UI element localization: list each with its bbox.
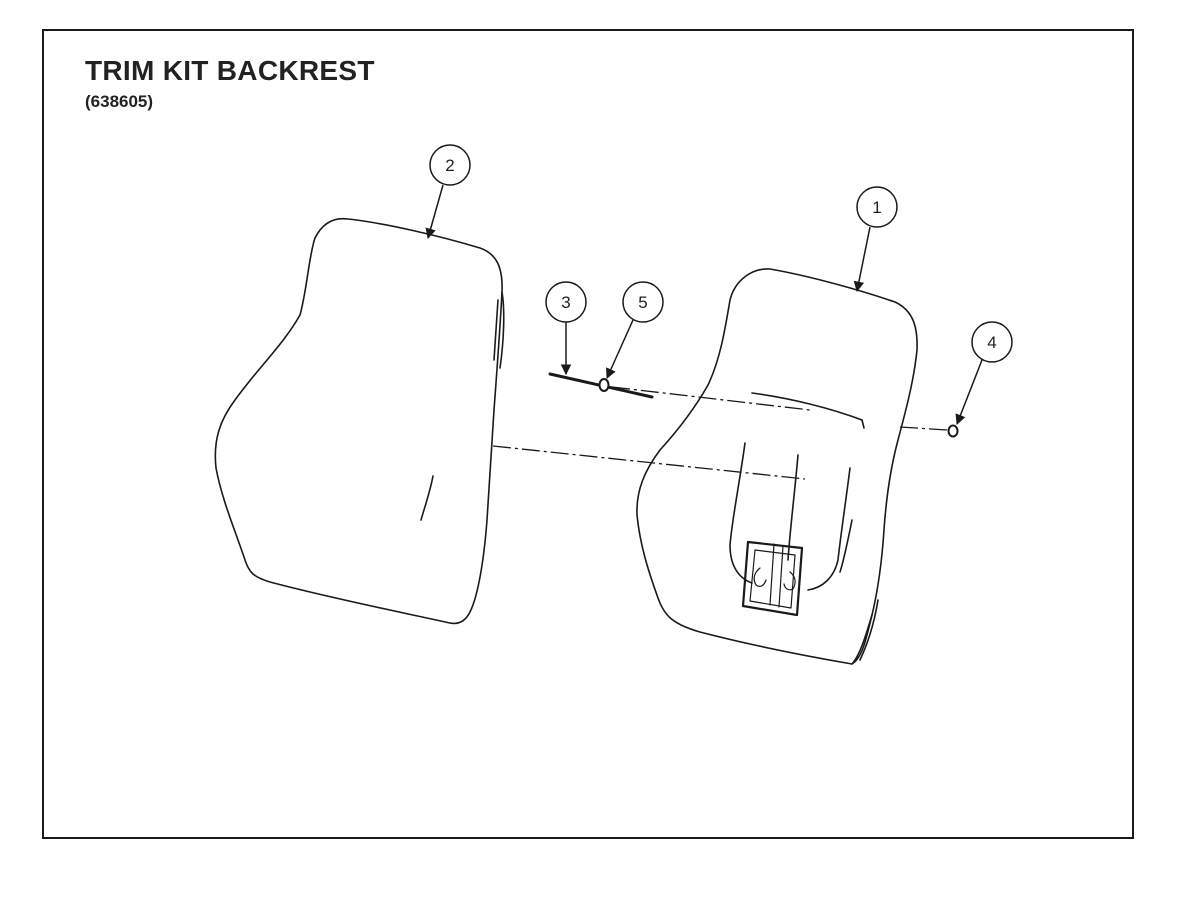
- part-number: (638605): [85, 92, 154, 111]
- diagram-title: TRIM KIT BACKREST: [85, 55, 375, 86]
- assembly-lines: [492, 386, 948, 480]
- callout-3: 3: [545, 281, 587, 376]
- callout-3-label: 3: [561, 293, 570, 312]
- callout-2: 2: [425, 144, 471, 240]
- callout-2-label: 2: [445, 156, 454, 175]
- diagram-frame: [42, 29, 1134, 839]
- ring: [598, 378, 610, 392]
- callout-5: 5: [606, 281, 664, 379]
- backrest-panel-rear: [214, 217, 505, 625]
- small-fastener: [947, 424, 959, 438]
- callout-4-label: 4: [987, 333, 996, 352]
- backrest-cushion-front: [636, 268, 918, 665]
- callout-5-label: 5: [638, 293, 647, 312]
- callout-1-label: 1: [872, 198, 881, 217]
- callout-1: 1: [853, 186, 898, 293]
- callout-4: 4: [955, 321, 1013, 425]
